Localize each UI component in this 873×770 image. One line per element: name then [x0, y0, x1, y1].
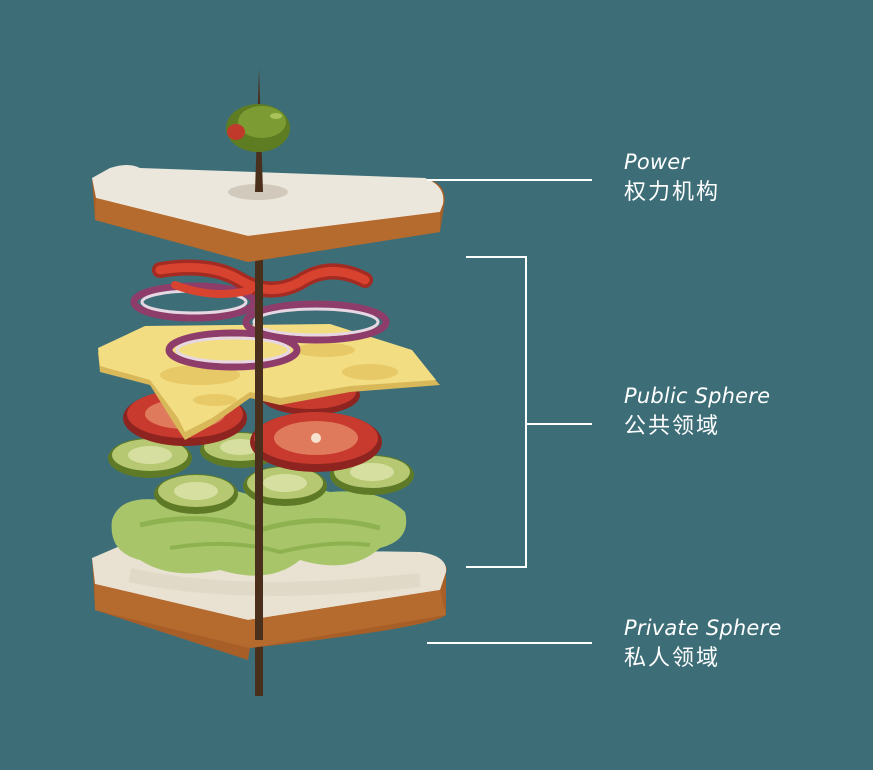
ketchup-squiggle — [152, 259, 373, 298]
skewer-middle — [255, 240, 263, 640]
power-label: Power 权力机构 — [624, 150, 720, 207]
skewer-bottom — [255, 640, 263, 696]
public-sphere-label-zh: 公共领域 — [624, 414, 721, 439]
top-bread-slice — [92, 165, 445, 262]
connector-lines — [427, 179, 592, 644]
public-sphere-label-en: Public Sphere — [624, 384, 771, 408]
private-sphere-label-en: Private Sphere — [624, 616, 782, 640]
power-label-en: Power — [624, 150, 690, 174]
private-sphere-label: Private Sphere 私人领域 — [624, 616, 782, 673]
private-sphere-label-zh: 私人领域 — [624, 646, 721, 671]
public-sphere-bracket — [466, 256, 527, 568]
power-label-zh: 权力机构 — [624, 180, 721, 205]
public-sphere-label: Public Sphere 公共领域 — [624, 384, 770, 441]
olive — [226, 104, 290, 152]
onion-rings — [130, 282, 390, 371]
